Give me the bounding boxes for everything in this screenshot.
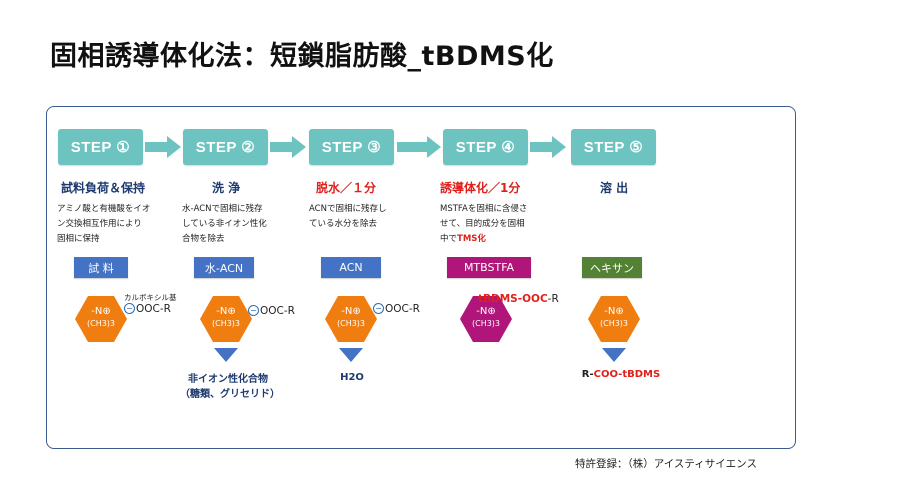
hex-bottom-text: (CH3)3 [599,319,629,328]
hex-top-text: -N⊕ [604,306,624,317]
nonionic-compounds-result: 非イオン性化合物 （糖類、グリセリド） [180,370,280,400]
flow-arrow-icon [530,136,566,158]
hexagon-label: -N⊕ (CH3)3 [460,306,512,330]
down-arrow-icon [214,348,238,362]
negative-charge-icon: − [373,303,384,314]
hex-top-text: -N⊕ [476,306,496,317]
desc-line: ン交換相互作用により [57,219,142,229]
step-2-heading: 洗 浄 [212,181,241,195]
hex-top-text: -N⊕ [216,306,236,317]
tbdms-result: R-COO-tBDMS [574,369,668,380]
result-product: COO-tBDMS [593,369,661,380]
quaternary-ammonium-hexagon [588,296,640,342]
result-line: 非イオン性化合物 [188,374,268,385]
desc-line: 中でTMS化 [440,232,558,247]
hex-bottom-text: (CH3)3 [471,319,501,328]
hexagon-label: -N⊕ (CH3)3 [75,306,127,330]
step-4-description: MSTFAを固相に含侵さ せて、目的成分を固相 中でTMS化 [440,202,558,247]
desc-line: ている水分を除去 [309,219,378,229]
hexagon-label: -N⊕ (CH3)3 [200,306,252,330]
desc-line: 水-ACNで固相に残存 [182,204,263,214]
step-5-box: STEP ⑤ [571,129,656,165]
quaternary-ammonium-hexagon [75,296,127,342]
step-4-heading: 誘導体化／1分 [440,181,521,195]
desc-highlight: TMS化 [457,234,486,244]
desc-line: せて、目的成分を固相 [440,219,525,229]
reagent-label-mtbstfa: MTBSTFA [447,257,531,278]
reagent-label-hexane: ヘキサン [582,257,642,278]
reagent-label-sample: 試 料 [74,257,128,278]
step-3-description: ACNで固相に残存し ている水分を除去 [309,202,427,232]
water-result: H2O [340,372,364,383]
quaternary-ammonium-hexagon [200,296,252,342]
negative-charge-icon: − [248,305,259,316]
patent-footer: 特許登録：（株）アイスティサイエンス [575,458,757,470]
step-1-heading: 試料負荷＆保持 [61,181,146,195]
step-5-heading: 溶 出 [600,181,629,195]
desc-line: ACNで固相に残存し [309,204,387,214]
flow-arrow-icon [270,136,306,158]
step-3-heading: 脱水／１分 [316,181,377,195]
tbdms-ester-suffix: -R [547,293,559,305]
hexagon-label: -N⊕ (CH3)3 [588,306,640,330]
reagent-label-acn: ACN [321,257,381,278]
tbdms-ester-text: tBDMS-OOC [478,293,548,305]
tbdms-ester-label: tBDMS-OOC-R [478,293,559,305]
hex-bottom-text: (CH3)3 [86,319,116,328]
desc-text: 中で [440,234,458,244]
quaternary-ammonium-hexagon [325,296,377,342]
down-arrow-icon [602,348,626,362]
hex-bottom-text: (CH3)3 [336,319,366,328]
step-1-box: STEP ① [58,129,143,165]
result-prefix: R- [581,369,594,380]
page-title: 固相誘導体化法：短鎖脂肪酸_tBDMS化 [50,41,554,72]
step-2-description: 水-ACNで固相に残存 している非イオン性化 合物を除去 [182,202,300,247]
carboxylate-label: −OOC-R [124,303,171,315]
desc-line: アミノ酸と有機酸をイオ [57,204,151,214]
step-4-box: STEP ④ [443,129,528,165]
quaternary-ammonium-hexagon [460,296,512,342]
diagram-frame [46,106,796,449]
flow-arrow-icon [145,136,181,158]
desc-line: 固相に保持 [57,234,100,244]
carboxylate-text: OOC-R [385,303,420,315]
step-2-box: STEP ② [183,129,268,165]
carboxylate-label: −OOC-R [248,305,295,317]
desc-line: MSTFAを固相に含侵さ [440,204,528,214]
step-3-box: STEP ③ [309,129,394,165]
desc-line: 合物を除去 [182,234,225,244]
hex-top-text: -N⊕ [341,306,361,317]
hexagon-label: -N⊕ (CH3)3 [325,306,377,330]
carboxylate-text: OOC-R [136,303,171,315]
flow-arrow-icon [397,136,441,158]
carboxylate-text: OOC-R [260,305,295,317]
down-arrow-icon [339,348,363,362]
carboxyl-group-note: カルボキシル基 [124,293,177,302]
negative-charge-icon: − [124,303,135,314]
hex-top-text: -N⊕ [91,306,111,317]
result-line: （糖類、グリセリド） [180,389,280,400]
carboxylate-label: −OOC-R [373,303,420,315]
desc-line: している非イオン性化 [182,219,267,229]
hex-bottom-text: (CH3)3 [211,319,241,328]
reagent-label-water-acn: 水-ACN [194,257,254,278]
step-1-description: アミノ酸と有機酸をイオ ン交換相互作用により 固相に保持 [57,202,175,247]
